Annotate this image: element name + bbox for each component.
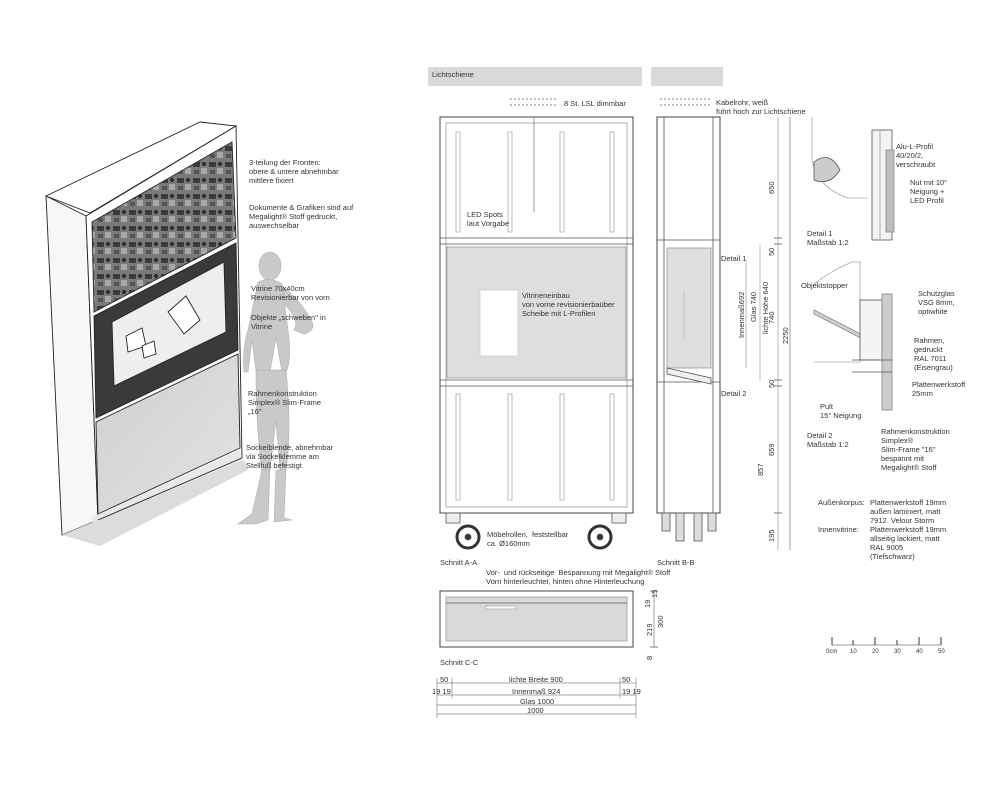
cc-dim-219: 219: [645, 623, 654, 636]
detail-2-note-glas: Schutzglas VSG 8mm, optiwhite: [918, 289, 955, 316]
dim-glas: Glas 740: [749, 291, 758, 322]
lower-fabric-panel: [95, 353, 241, 515]
material-text-innen: Plattenwerkstoff 19mm allseitig lackiert…: [870, 525, 947, 561]
scale-tick-10: 10: [850, 649, 857, 655]
schnitt-bb-title: Schnitt B-B: [657, 558, 695, 567]
annotation-plinth: Sockelblende, abnehmbar via Sockelklemme…: [246, 443, 334, 470]
material-label-innen: Innenvitrine:: [818, 525, 859, 534]
lichtschiene-label: Lichtschiene: [432, 70, 474, 79]
document-placeholder: [479, 289, 519, 357]
dim-195: 195: [767, 529, 776, 542]
dim-857: 857: [756, 463, 765, 476]
detail-2-note-stopper: Objektstopper: [801, 281, 848, 290]
cc-dim-15: 15: [650, 589, 659, 598]
dim-row-1-center: lichte Breite 900: [509, 675, 563, 684]
dim-lichte-hoehe: lichte Höhe 640: [761, 281, 770, 334]
width-dimension-lines: [436, 678, 637, 718]
detail-2-drawing: [813, 261, 893, 411]
scale-tick-20: 20: [872, 649, 879, 655]
scale-tick-30: 30: [894, 649, 901, 655]
scale-bar: [831, 637, 942, 646]
annotation-fronts: 3-teilung der Fronten: obere & untere ab…: [249, 158, 339, 185]
detail-2-note-platte: Plattenwerkstoff 25mm: [912, 380, 966, 398]
light-rails-upper: [455, 131, 615, 233]
section-cc-drawing: [439, 590, 658, 648]
dim-row-1-right: 50: [622, 675, 631, 684]
cabinet-outline-cc: [439, 590, 634, 648]
detail-2-marker: Detail 2: [721, 389, 747, 398]
cabinet-outline-aa: [439, 116, 634, 514]
bespannung-label: Vor- und rückseitige Bespannung mit Mega…: [486, 568, 671, 586]
dim-2250: 2250: [781, 327, 790, 344]
human-silhouette: [237, 251, 314, 525]
dim-row-3-center: Glas 1000: [520, 697, 555, 706]
dim-659: 659: [767, 443, 776, 456]
frame-board: [881, 293, 893, 411]
caster-right: [587, 512, 627, 550]
annotation-frame: Rahmenkonstruktion Simplex® Slim-Frame „…: [248, 389, 322, 416]
dim-650: 650: [767, 181, 776, 194]
section-aa-drawing: [428, 67, 723, 550]
detail-2-label: Detail 2 Maßstab 1:2: [807, 431, 849, 449]
vitrine-depth-bb: [666, 247, 712, 369]
scale-tick-0: 0cm: [826, 649, 838, 655]
detail-1-drawing: [811, 117, 895, 241]
annotation-documents: Dokumente & Grafiken sind auf Megalight®…: [249, 203, 354, 230]
vitrine-window: [111, 261, 227, 387]
dim-50-top: 50: [767, 247, 776, 256]
section-bb-drawing: [656, 98, 791, 550]
dim-row-1-left: 50: [440, 675, 449, 684]
cc-dim-8: 8: [645, 655, 654, 660]
lamp-dome: [813, 157, 841, 183]
vitrine-label: Vitrineneinbau von vorne revisionierbaüb…: [522, 291, 615, 318]
material-label-aussen: Außenkorpus:: [818, 498, 865, 507]
detail-2-note-pult: Pult 15° Neigung: [820, 402, 862, 420]
floor-shadow: [62, 460, 248, 546]
light-rails-lower: [455, 393, 615, 501]
rollen-label: Möbelrollen, feststellbar ca. Ø160mm: [487, 530, 569, 548]
vitrine-area-aa: [446, 246, 627, 379]
lsl-label: 8 St. LSL dimmbar: [564, 99, 626, 108]
casters-bb: [661, 512, 717, 542]
schnitt-cc-title: Schnitt C-C: [440, 658, 479, 667]
annotation-objects: Objekte „schweben" in Vitrine: [251, 313, 326, 331]
schnitt-aa-title: Schnitt A-A: [440, 558, 478, 567]
detail-1-label: Detail 1 Maßstab 1:2: [807, 229, 849, 247]
cc-dim-300: 300: [656, 615, 665, 628]
detail-2-note-rahmen: Rahmen, gedruckt RAL 7011 (Eisengrau): [914, 336, 953, 372]
material-text-aussen: Plattenwerkstoff 19mm außen laminiert, m…: [870, 498, 947, 525]
scale-tick-50: 50: [938, 649, 945, 655]
floating-object: [167, 295, 201, 335]
floating-object: [141, 340, 157, 359]
detail-1-note-alu: Alu-L-Profil 40/20/2, verschraubt: [896, 142, 936, 169]
detail-1-marker: Detail 1: [721, 254, 747, 263]
upper-printed-panel: [91, 141, 237, 313]
dim-innenmass: Innenmaß692: [737, 291, 746, 338]
dim-row-2-center: Innenmaß 924: [512, 687, 561, 696]
led-spots-label: LED Spots laut Vorgabe: [467, 210, 510, 228]
scale-tick-40: 40: [916, 649, 923, 655]
detail-1-note-nut: Nut mit 10° Neigung + LED Profil: [910, 178, 948, 205]
lichtschiene-header-bar: [428, 67, 642, 86]
cabinet-outline-bb: [656, 116, 721, 514]
dim-50-bottom: 50: [767, 379, 776, 388]
dim-row-4-center: 1000: [527, 706, 544, 715]
led-profile: [885, 149, 895, 233]
kabelrohr-label: Kabelrohr, weiß führt hoch zur Lichtschi…: [716, 98, 806, 116]
caster-left: [445, 512, 481, 550]
cabinet-sketch: [44, 121, 248, 546]
cc-dim-19: 19: [643, 599, 652, 608]
dim-row-2-right: 19 19: [622, 687, 641, 696]
dim-row-2-left: 19 19: [432, 687, 451, 696]
header-bar-right: [651, 67, 723, 86]
annotation-vitrine: Vitrine 70x40cm Revisionierbar von vorn: [251, 284, 330, 302]
detail-2-note-rahmenkonstruktion: Rahmenkonstruktion Simplex® Slim-Frame "…: [881, 427, 950, 472]
